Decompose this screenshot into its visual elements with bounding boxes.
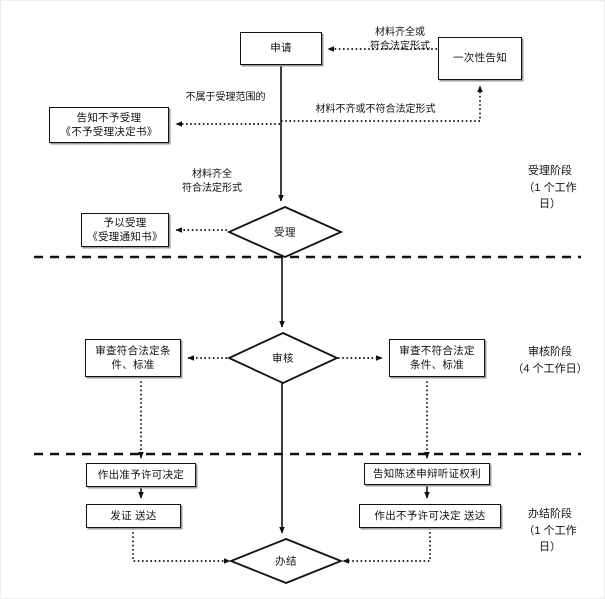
node-review-fail-label: 审查不符合法定 条件、标准 (399, 344, 475, 371)
node-accept-notice[interactable]: 予以受理 《受理通知书》 (81, 213, 169, 247)
node-accept-notice-label: 予以受理 《受理通知书》 (87, 216, 163, 243)
node-accept[interactable]: 受理 (229, 207, 341, 257)
stage-label-review: 审核阶段 （4 个工作日） (512, 346, 588, 375)
node-deny-decision[interactable]: 作出不予许可决定 送达 (359, 504, 501, 528)
node-close-diamond (228, 538, 344, 584)
node-rights-notice[interactable]: 告知陈述申辩听证权利 (364, 463, 490, 485)
node-deny-decision-label: 作出不予许可决定 送达 (374, 509, 486, 522)
node-reject-notice[interactable]: 告知不予受理 《不予受理决定书》 (49, 107, 169, 143)
node-apply-label: 申请 (270, 42, 292, 55)
edge-label-materials-incomplete: 材料不齐或不符合法定形式 (315, 104, 436, 115)
node-reject-notice-label: 告知不予受理 《不予受理决定书》 (60, 111, 158, 138)
node-accept-diamond (226, 206, 344, 258)
node-grant-decision[interactable]: 作出准予许可决定 (86, 463, 196, 487)
edge-apply-to-notice (281, 85, 483, 122)
node-one-time-notice-label: 一次性告知 (453, 52, 507, 65)
node-apply[interactable]: 申请 (240, 32, 322, 65)
edge-label-out-of-scope: 不属于受理范围的 (185, 92, 266, 103)
node-review[interactable]: 审核 (229, 333, 337, 383)
edge-deny-to-close (342, 528, 431, 564)
node-review-label: 审核 (272, 352, 294, 365)
node-review-pass-label: 审查符合法定条 件、标准 (95, 344, 171, 371)
node-one-time-notice[interactable]: 一次性告知 (438, 37, 522, 80)
node-review-fail[interactable]: 审查不符合法定 条件、标准 (389, 339, 485, 377)
edge-label-materials-ok: 材料齐全 符合法定形式 (182, 169, 242, 194)
stage-label-accept: 受理阶段 （1 个工作 日） (523, 165, 577, 210)
node-review-pass[interactable]: 审查符合法定条 件、标准 (85, 339, 181, 377)
stage-label-close: 办结阶段 （1 个工作 日） (523, 508, 577, 553)
edge-label-materials-complete-or-legal: 材料齐全或 符合法定形式 (370, 27, 430, 52)
edge-issue-to-close (132, 528, 231, 564)
node-issue-deliver[interactable]: 发证 送达 (86, 504, 181, 528)
node-accept-label: 受理 (274, 226, 296, 239)
node-close-label: 办结 (275, 555, 297, 568)
node-close[interactable]: 办结 (231, 539, 341, 583)
node-issue-deliver-label: 发证 送达 (110, 509, 157, 522)
node-grant-decision-label: 作出准予许可决定 (97, 468, 185, 481)
node-review-diamond (226, 332, 340, 384)
node-rights-notice-label: 告知陈述申辩听证权利 (373, 467, 481, 480)
